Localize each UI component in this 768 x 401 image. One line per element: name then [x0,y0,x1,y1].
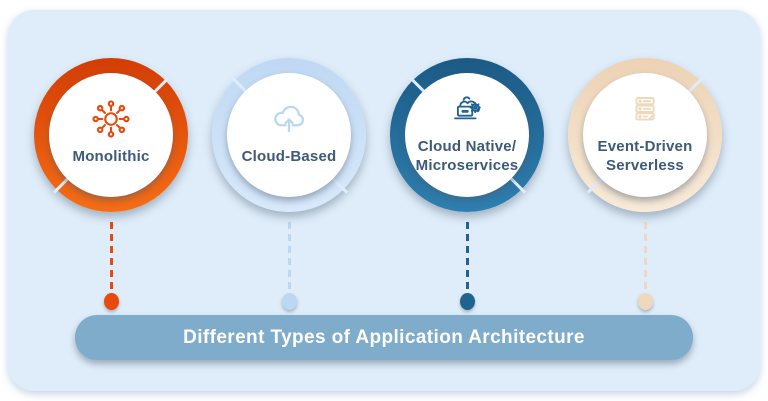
circle-content: Monolithic [49,73,173,197]
item-label-line: Serverless [606,157,684,174]
item-label-line: Microservices [415,157,519,174]
connector-dot [637,293,653,310]
item-label: Monolithic [73,148,150,167]
item-label: Cloud-Based [242,148,337,167]
hub-network-icon [92,100,130,138]
ring: Cloud Native/ Microservices [390,58,544,212]
item-label-line: Monolithic [72,147,150,165]
background-card: Monolithic [8,10,760,391]
item-label-line: Event-Driven [597,138,693,156]
circle-content: Event-Driven Serverless [583,73,707,197]
dashed-connector [109,222,113,290]
dashed-connector [643,222,647,290]
dashed-connector [287,222,291,290]
item-label: Cloud Native/ Microservices [416,138,519,176]
circle-content: Cloud-Based [227,73,351,197]
item-label: Event-Driven Serverless [598,138,693,176]
arch-item-event-driven-serverless: Event-Driven Serverless [568,58,722,310]
server-stack-icon [635,97,656,121]
cloud-upload-icon [274,105,305,132]
item-label-line: Cloud-Based [241,147,337,165]
connector-dot [281,293,297,310]
title-banner: Different Types of Application Architect… [75,315,693,360]
ring: Event-Driven Serverless [568,58,722,212]
ring: Cloud-Based [212,58,366,212]
connector-dot [459,293,475,310]
banner-title: Different Types of Application Architect… [183,326,585,348]
arch-item-monolithic: Monolithic [34,58,188,310]
item-label-line: Cloud Native/ [417,138,517,156]
circle-content: Cloud Native/ Microservices [405,73,529,197]
dashed-connector [465,222,469,290]
architecture-items-row: Monolithic [34,58,722,310]
connector-dot [103,293,119,310]
arch-item-cloud-based: Cloud-Based [212,58,366,310]
cloud-laptop-gear-icon [454,96,481,120]
ring: Monolithic [34,58,188,212]
arch-item-cloud-native-microservices: Cloud Native/ Microservices [390,58,544,310]
